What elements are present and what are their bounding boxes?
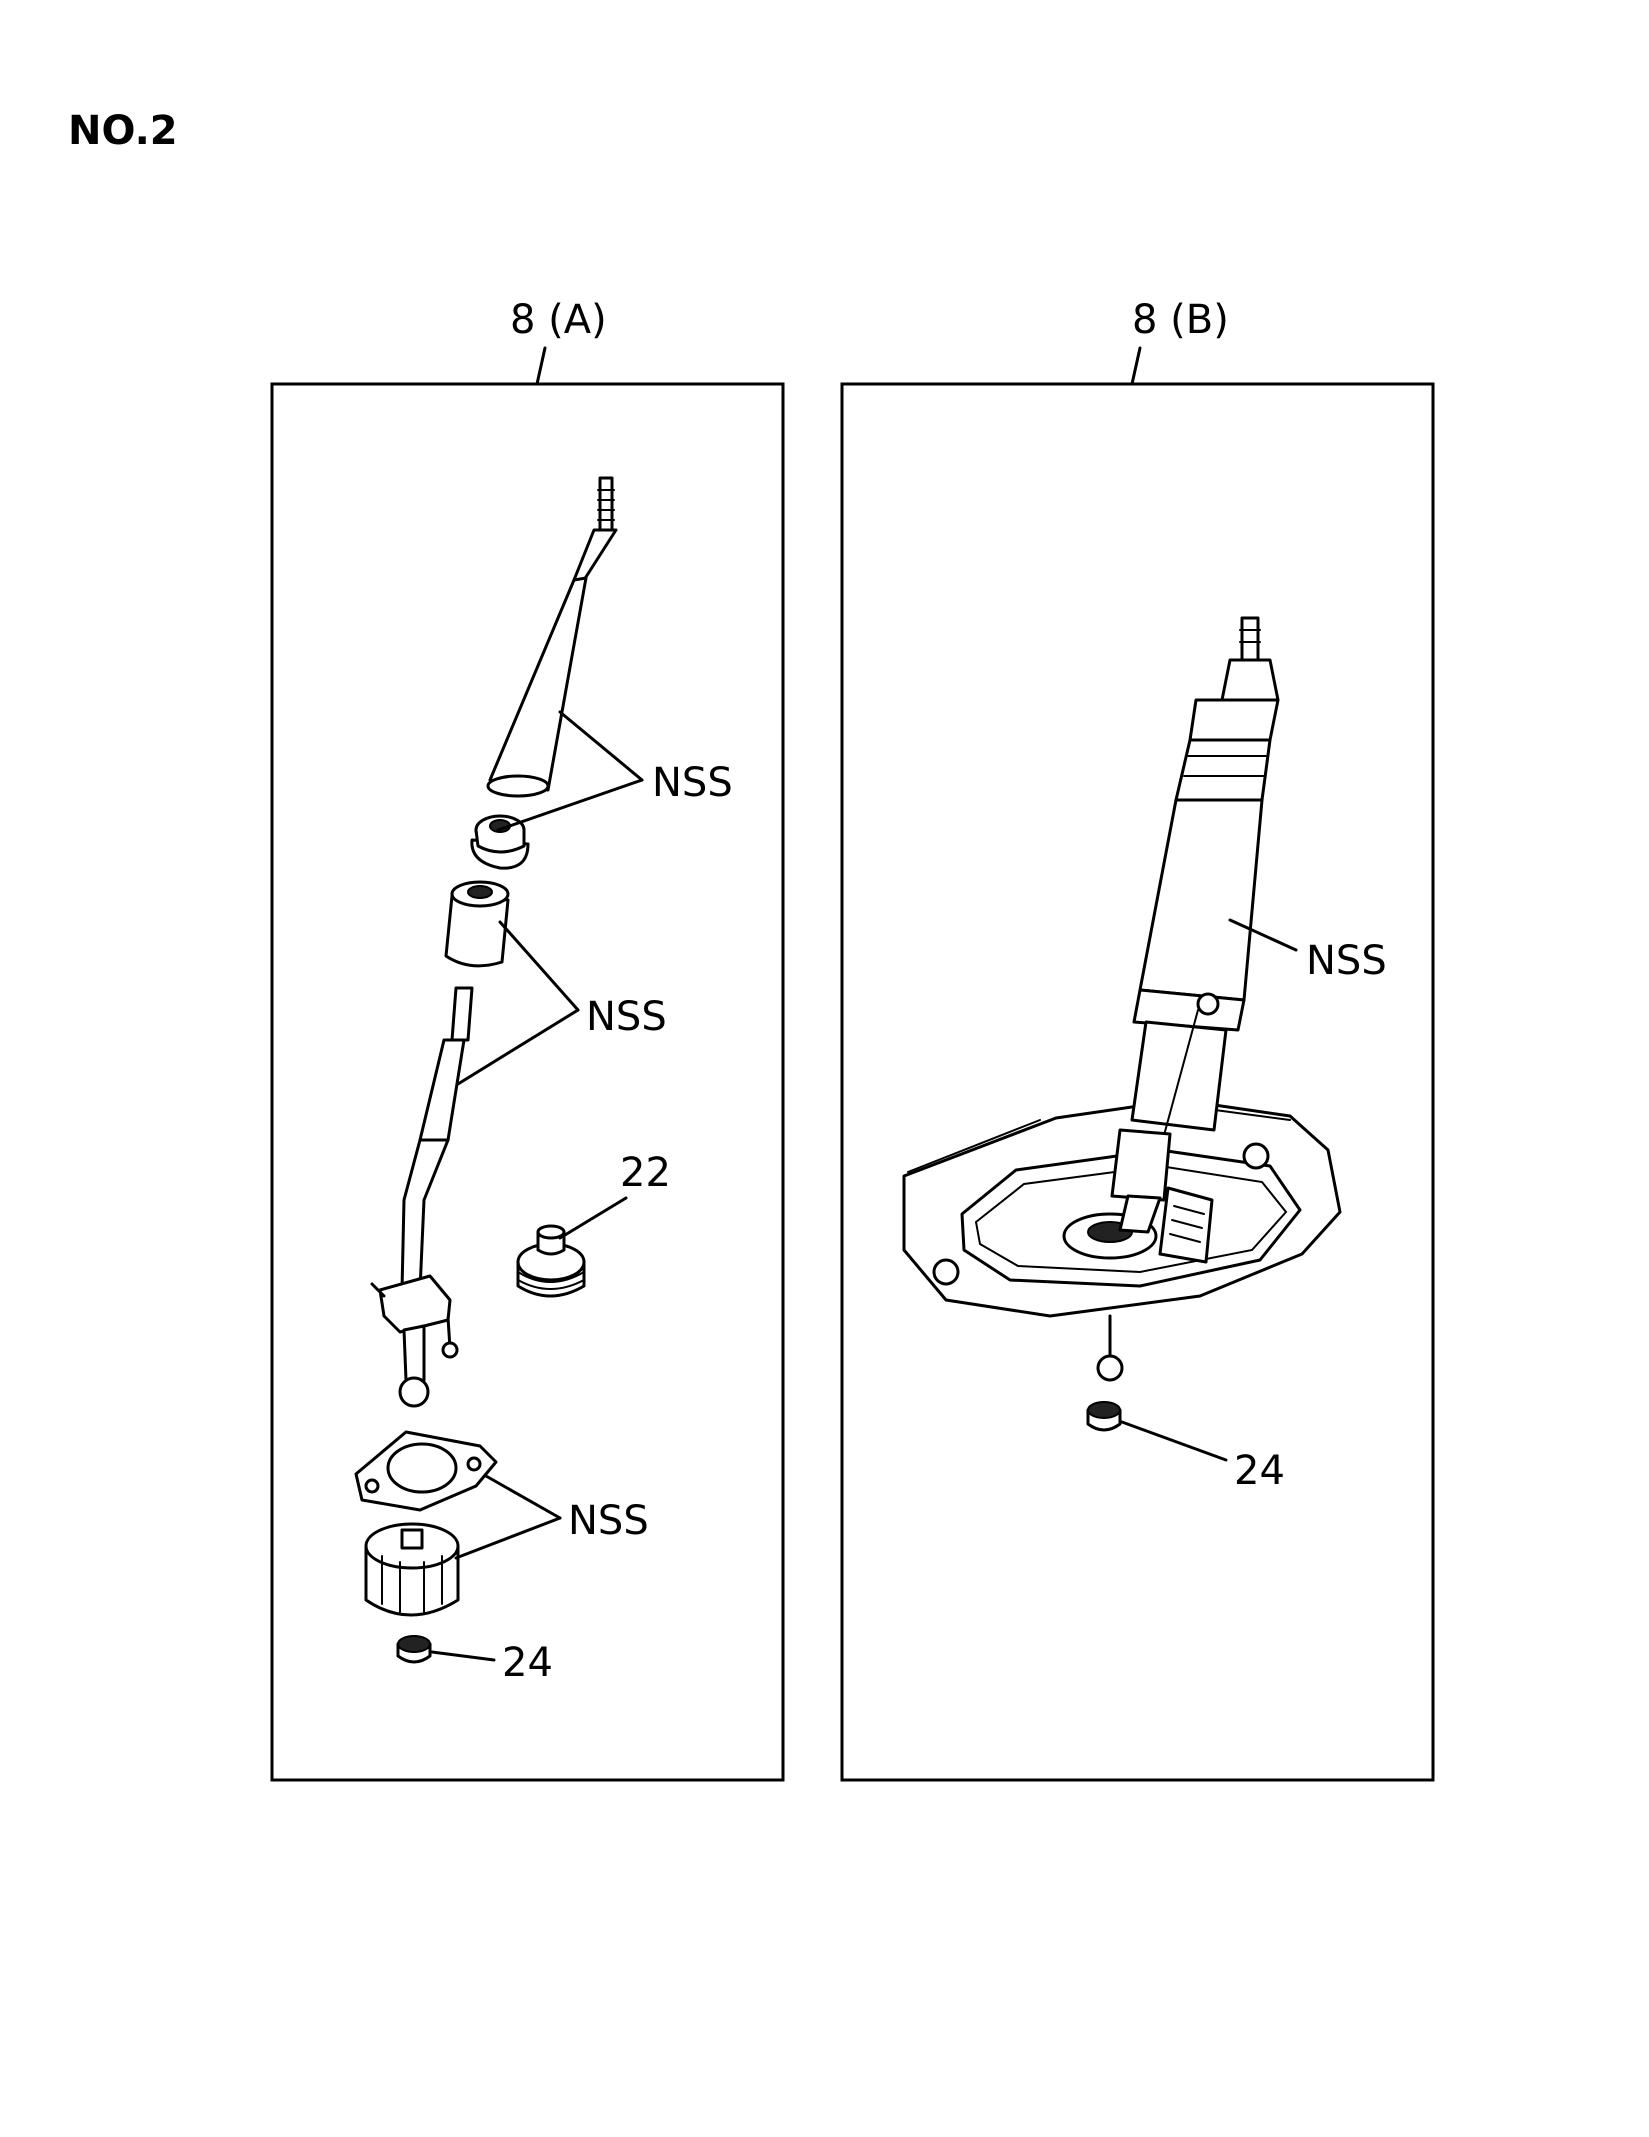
sleeve-icon [444, 880, 510, 968]
callout-nss-knob: NSS [652, 760, 733, 806]
panel-b: 8 (B) [840, 297, 1435, 1782]
retainer-cage-icon [364, 1522, 460, 1617]
leader-nss-2b [456, 1008, 580, 1086]
callout-24-b: 24 [1234, 1448, 1285, 1494]
shift-column-icon [1110, 616, 1280, 1234]
pivot-pin-icon [1096, 1314, 1124, 1382]
cap-24-icon [396, 1635, 432, 1664]
shift-knob-icon [486, 476, 618, 798]
leader-nss-3a [484, 1474, 562, 1520]
panel-a: 8 (A) [270, 297, 785, 1782]
callout-nss-gasket-retainer: NSS [568, 1498, 649, 1544]
panel-a-frame [270, 382, 785, 1782]
leader-22 [558, 1196, 628, 1240]
lever-rod-icon [400, 986, 474, 1292]
callout-nss-column: NSS [1306, 938, 1387, 984]
panel-a-title: 8 (A) [510, 297, 607, 343]
plug-22-icon [516, 1224, 586, 1298]
panel-b-title: 8 (B) [1132, 297, 1229, 343]
callout-24-a: 24 [502, 1640, 553, 1686]
bushing-icon [470, 814, 530, 870]
pivot-ball-joint-icon [370, 1274, 459, 1408]
gasket-plate-icon [354, 1430, 498, 1512]
leader-nss-1a [558, 710, 644, 782]
leader-nss-3b [454, 1516, 562, 1560]
panel-b-title-leader [1130, 346, 1142, 386]
leader-nss-2a [498, 920, 580, 1012]
leader-nss-1b [496, 778, 644, 832]
callout-nss-sleeve-rod: NSS [586, 994, 667, 1040]
cap-24-icon-b [1086, 1401, 1122, 1432]
leader-nss-b [1228, 918, 1298, 952]
callout-22: 22 [620, 1150, 671, 1196]
leader-24-b [1120, 1420, 1228, 1462]
leader-24-a [430, 1650, 496, 1662]
panel-a-title-leader [535, 346, 547, 386]
panel-b-frame [840, 382, 1435, 1782]
page-label: NO.2 [68, 108, 178, 154]
